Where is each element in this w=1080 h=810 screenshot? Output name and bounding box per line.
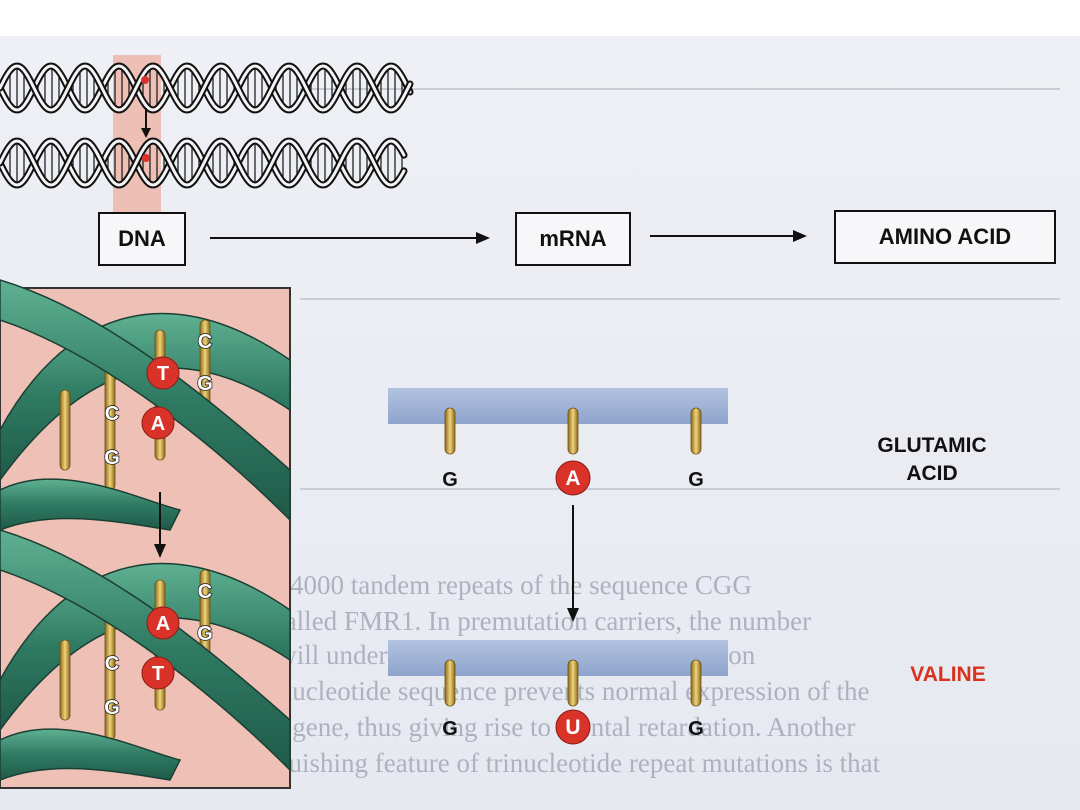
base-letter: C [198,581,212,603]
mutated-base-circle [141,656,175,690]
helix-ribbon-front [0,279,291,522]
mutated-base-circle [146,356,180,390]
codon-base-letter: G [442,469,458,491]
base-bar [59,639,71,721]
codon-base-bar [690,407,702,455]
codon-base-letter: G [442,718,458,740]
background-text-line: 250 to 4000 tandem repeats of the sequen… [215,570,752,600]
base-letter: G [104,447,120,469]
codon-mutation-arrow-head [567,608,579,622]
base-letter: C [198,331,212,353]
backbone-strand-highlight [0,64,412,112]
glutamic-acid-label-line2: ACID [906,462,957,485]
mrna-box: mRNA [515,212,631,266]
base-letter: G [197,623,213,645]
mutation-site-bottom [142,154,150,162]
base-bar [59,389,71,471]
codon-base-bar [690,659,702,707]
background-text-line: FMR1 gene, thus giving rise to mental re… [215,712,856,742]
mutated-codon-base-circle [555,709,591,745]
mutated-codon-base-letter: A [565,467,580,490]
codon-base-bar [567,659,579,707]
mutated-base-circle [146,606,180,640]
arrowhead [476,232,490,244]
background-text-line: gene called FMR1. In premutation carrier… [215,606,812,636]
mutated-codon-base-letter: U [565,716,580,739]
codon-base-bar [567,407,579,455]
codon-base-letter: G [688,718,704,740]
backbone-strand-highlight [0,139,406,187]
base-letter: C [105,653,119,675]
helix-mutation-arrow-head [154,544,166,558]
top-margin [0,0,1080,36]
dna-box: DNA [98,212,186,266]
mutation-site-top [141,76,149,84]
mutation-arrow-head [141,128,151,138]
ghost-rule [300,298,1060,300]
base-letter: G [197,373,213,395]
codon-base-bar [444,659,456,707]
rna-strip-mutant [388,640,728,676]
mutated-base-circle [141,406,175,440]
mutated-base-letter: A [156,613,170,635]
mutated-base-letter: T [152,663,164,685]
base-letter: C [105,403,119,425]
rna-strip-normal [388,388,728,424]
valine-label: VALINE [910,663,985,686]
codon-base-letter: G [688,469,704,491]
arrowhead [793,230,807,242]
mutated-base-letter: T [157,363,169,385]
helix-ribbon-front [0,529,291,772]
base-bar [104,609,116,741]
mutated-base-letter: A [151,413,165,435]
amino-acid-box: AMINO ACID [834,210,1056,264]
helix-ribbon-lower [0,478,182,531]
glutamic-acid-label-line1: GLUTAMIC [877,434,986,457]
background-text-line: the trinucleotide sequence prevents norm… [215,676,870,706]
mutated-codon-base-circle [555,460,591,496]
helix-ribbon-lower [0,728,182,781]
small-helix-top [0,62,414,114]
ghost-rule [300,88,1060,90]
codon-base-bar [444,407,456,455]
background-text-line: distinguishing feature of trinucleotide … [215,748,881,778]
base-bar [104,359,116,491]
ghost-rule [300,488,1060,490]
small-helix-bottom [0,137,408,189]
base-letter: G [104,697,120,719]
